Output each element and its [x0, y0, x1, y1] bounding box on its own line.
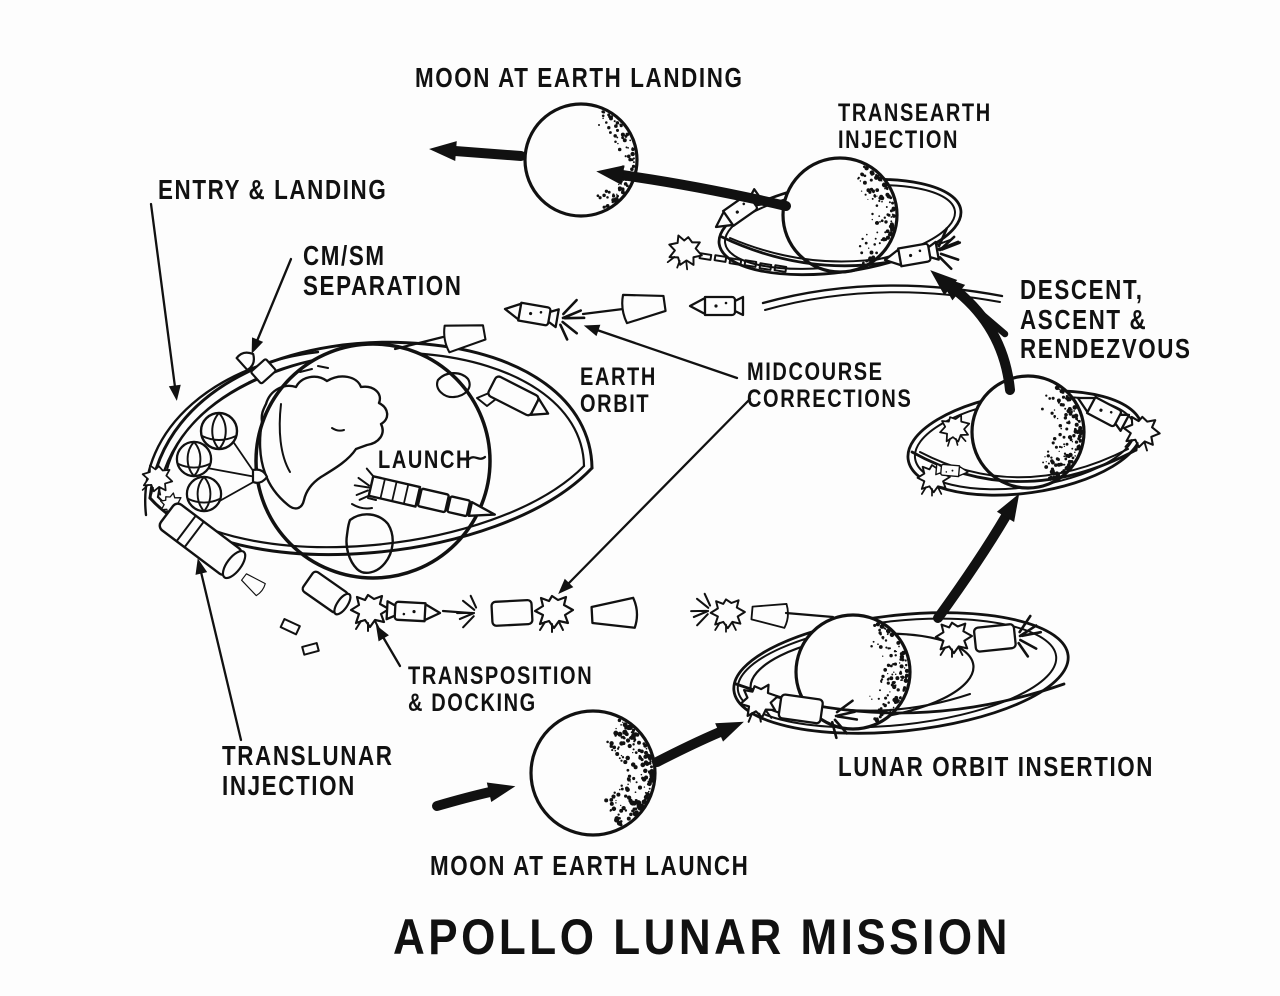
leader-transposition — [375, 624, 402, 668]
arrow-loi-to-descent — [933, 493, 1020, 623]
moon-at-earth-landing-illustration — [523, 102, 639, 218]
jettisoned-cone — [238, 570, 268, 598]
leader-cm-sm-separation — [251, 257, 293, 354]
descent-ascent-moon-group — [906, 374, 1164, 497]
diagram-title: APOLLO LUNAR MISSION — [393, 909, 1011, 965]
s-ivb-stage — [158, 502, 247, 580]
leader-midcourse-lower — [558, 397, 752, 594]
moon-at-earth-launch-illustration — [529, 709, 657, 837]
arrow-to-earth-return — [429, 141, 526, 162]
label-transposition-docking: TRANSPOSITION & DOCKING — [408, 662, 594, 717]
lunar-orbit-insertion-group — [732, 611, 1070, 744]
label-descent-ascent-rendezvous: DESCENT, ASCENT & RENDEZVOUS — [1020, 274, 1192, 365]
jettisoned-panels — [279, 617, 320, 656]
transearth-moon-group — [709, 156, 968, 277]
leader-entry-landing — [149, 202, 181, 401]
label-entry-landing: ENTRY & LANDING — [158, 174, 388, 205]
leader-launch-squiggle — [467, 455, 487, 461]
mission-flow-arrows — [429, 141, 1020, 811]
earth-orbit-spacecraft-chain — [393, 288, 745, 417]
arrow-ascent-to-transearth — [937, 275, 1015, 395]
label-cm-sm-separation: CM/SM SEPARATION — [303, 240, 463, 301]
label-earth-orbit: EARTH ORBIT — [580, 363, 657, 418]
cm-sm-separation-spacecraft — [235, 351, 277, 385]
leader-midcourse-upper — [583, 324, 739, 380]
label-midcourse-corrections: MIDCOURSE CORRECTIONS — [747, 358, 913, 413]
parachute-recovery — [175, 411, 269, 513]
earth-illustration — [254, 342, 497, 580]
transposition-docking-chain — [301, 570, 835, 634]
arrow-moon-to-loi — [652, 721, 744, 767]
transearth-trajectory — [761, 284, 1004, 305]
saturn-v-rocket — [353, 467, 496, 518]
leader-translunar-injection — [195, 558, 243, 742]
label-moon-at-earth-launch: MOON AT EARTH LAUNCH — [430, 850, 750, 881]
label-translunar-injection: TRANSLUNAR INJECTION — [222, 740, 394, 801]
arrow-transearth-injection — [930, 270, 1009, 338]
arrow-to-moon-at-launch — [432, 782, 516, 811]
label-leader-lines — [149, 202, 752, 742]
label-transearth-injection: TRANSEARTH INJECTION — [838, 99, 992, 154]
arrow-transearth-to-moon — [596, 165, 791, 211]
jettisoned-lm-adapter — [661, 230, 708, 276]
label-launch: LAUNCH — [378, 446, 473, 474]
label-moon-at-earth-landing: MOON AT EARTH LANDING — [415, 62, 744, 93]
label-lunar-orbit-insertion: LUNAR ORBIT INSERTION — [838, 751, 1155, 782]
